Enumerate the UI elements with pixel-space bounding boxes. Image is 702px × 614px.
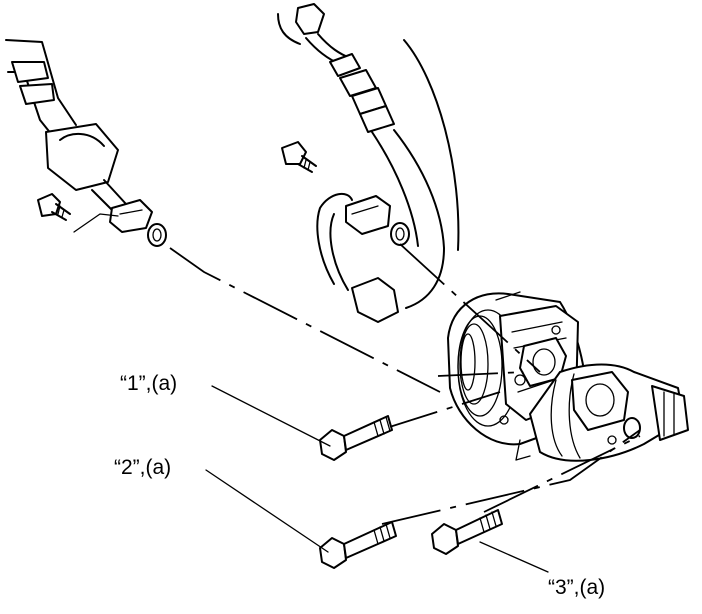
alignment-lines [169,243,641,525]
left-o-ring [147,223,167,247]
callout-1-leader [211,385,331,447]
callout-2-label: “2”,(a) [114,456,171,479]
right-hose-fitting [345,195,410,246]
callout-1-label: “1”,(a) [120,372,177,395]
right-fitting-bolt [281,141,317,173]
compressor-bolt-2 [319,521,397,569]
callout-3-leader [479,541,549,573]
right-hose [277,3,460,323]
left-fitting-bolt [37,193,119,233]
compressor-bolt-1 [319,415,393,461]
left-hose-fitting [109,199,167,247]
left-hose [5,39,127,215]
callout-3-label: “3”,(a) [548,576,605,599]
callout-2-leader [205,469,329,553]
right-o-ring [390,222,410,246]
ac-compressor [447,291,689,462]
compressor-bolt-3 [431,509,503,555]
